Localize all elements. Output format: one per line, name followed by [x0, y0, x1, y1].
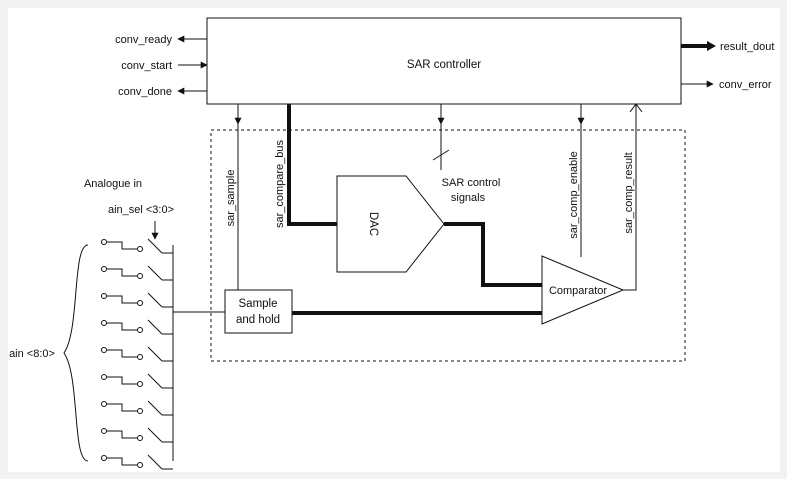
- mux-channel-2: [101, 292, 173, 308]
- input-wire: [107, 349, 137, 358]
- sample-hold-block: [224, 289, 293, 334]
- dac-to-comparator-bus: [444, 222, 542, 287]
- sar-compare-bus-label: sar_compare_bus: [274, 139, 286, 228]
- input-wire: [107, 322, 137, 331]
- switch-blade: [147, 346, 163, 362]
- input-terminal: [101, 455, 107, 461]
- input-wire: [107, 376, 137, 385]
- ain-sel-label: ain_sel <3:0>: [108, 204, 174, 216]
- comparator-block: [541, 255, 625, 325]
- input-terminal: [101, 266, 107, 272]
- switch-blade: [147, 238, 163, 254]
- comparator-label: Comparator: [549, 285, 607, 297]
- switch-contact: [137, 408, 143, 414]
- input-terminal: [101, 239, 107, 245]
- input-wire: [107, 457, 137, 466]
- sar-comp-enable-label: sar_comp_enable: [568, 151, 580, 238]
- input-wire: [107, 403, 137, 412]
- conv-start-label: conv_start: [121, 60, 172, 72]
- switch-contact: [137, 462, 143, 468]
- input-terminal: [101, 428, 107, 434]
- input-terminal: [101, 401, 107, 407]
- input-terminal: [101, 374, 107, 380]
- input-wire: [107, 430, 137, 439]
- input-terminal: [101, 347, 107, 353]
- ain-brace: [63, 244, 89, 462]
- dac-label: DAC: [367, 212, 379, 236]
- sample-hold-label-line2: and hold: [236, 314, 280, 326]
- switch-contact: [137, 381, 143, 387]
- sar-compare-bus: [287, 104, 337, 226]
- switch-blade: [147, 265, 163, 281]
- conv-error-label: conv_error: [719, 79, 772, 91]
- sample-hold-label-line1: Sample: [239, 298, 278, 310]
- switch-contact: [137, 435, 143, 441]
- result-dout-arrowhead: [707, 41, 716, 51]
- mux-channel-0: [101, 238, 173, 254]
- switch-blade: [147, 400, 163, 416]
- mux-channel-4: [101, 346, 173, 362]
- sar-comp-result-label: sar_comp_result: [623, 152, 635, 233]
- input-wire: [107, 268, 137, 277]
- ain-label: ain <8:0>: [9, 348, 55, 360]
- result-dout-label: result_dout: [720, 41, 774, 53]
- sar-control-label-line2: signals: [451, 192, 486, 204]
- sar-comp-result-arrowhead: [629, 103, 643, 113]
- sar-controller-label: SAR controller: [407, 59, 481, 71]
- switch-blade: [147, 427, 163, 443]
- sar-sample-label: sar_sample: [225, 170, 237, 227]
- mux-switch-group: [101, 238, 173, 470]
- mux-channel-1: [101, 265, 173, 281]
- switch-contact: [137, 354, 143, 360]
- switch-contact: [137, 327, 143, 333]
- mux-channel-6: [101, 400, 173, 416]
- conv-ready-label: conv_ready: [115, 34, 172, 46]
- sar-control-label-line1: SAR control: [442, 177, 501, 189]
- dac-block: [336, 175, 445, 273]
- switch-contact: [137, 246, 143, 252]
- sar-control-bus-slash: [432, 149, 450, 161]
- sar-comp-result-line: [623, 104, 637, 291]
- switch-contact: [137, 273, 143, 279]
- mux-channel-8: [101, 454, 173, 470]
- analogue-in-label: Analogue in: [84, 178, 142, 190]
- conv-done-label: conv_done: [118, 86, 172, 98]
- switch-contact: [137, 300, 143, 306]
- switch-blade: [147, 319, 163, 335]
- input-terminal: [101, 293, 107, 299]
- switch-blade: [147, 373, 163, 389]
- switch-blade: [147, 454, 163, 470]
- input-wire: [107, 241, 137, 250]
- mux-channel-5: [101, 373, 173, 389]
- analog-frontend-boundary: [210, 129, 686, 362]
- mux-channel-7: [101, 427, 173, 443]
- input-terminal: [101, 320, 107, 326]
- input-wire: [107, 295, 137, 304]
- sar-controller-block: [206, 17, 682, 105]
- mux-channel-3: [101, 319, 173, 335]
- switch-blade: [147, 292, 163, 308]
